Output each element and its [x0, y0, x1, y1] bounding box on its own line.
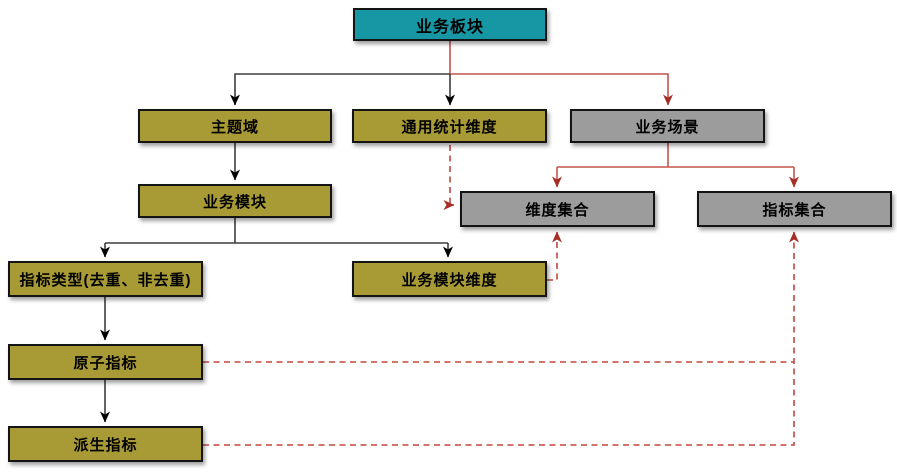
- node-metric-set: 指标集合: [697, 191, 892, 227]
- node-label: 原子指标: [73, 354, 138, 372]
- node-business-module-dimension: 业务模块维度: [352, 261, 547, 297]
- node-dimension-set: 维度集合: [460, 191, 655, 227]
- node-business-module: 业务模块: [138, 184, 332, 218]
- node-atomic-metric: 原子指标: [8, 344, 203, 380]
- node-label: 主题域: [210, 118, 259, 136]
- edge-derived-metric-to-metric-set: [203, 231, 799, 446]
- node-label: 通用统计维度: [401, 118, 498, 136]
- node-derived-metric: 派生指标: [8, 426, 203, 462]
- node-label: 业务板块: [415, 18, 484, 36]
- node-label: 维度集合: [525, 201, 590, 219]
- node-metric-type: 指标类型(去重、非去重): [8, 261, 203, 297]
- edge-business-sector-to-business-scenario: [449, 41, 673, 106]
- edge-business-module-split: [105, 218, 448, 244]
- node-label: 指标类型(去重、非去重): [19, 271, 192, 289]
- node-label: 派生指标: [73, 436, 138, 454]
- node-common-statistical-dimension: 通用统计维度: [352, 109, 547, 143]
- node-label: 业务场景: [635, 118, 700, 136]
- node-label: 业务模块: [202, 193, 267, 211]
- edge-business-sector-to-subject-domain: [230, 73, 450, 106]
- node-business-scenario: 业务场景: [570, 109, 765, 143]
- node-label: 指标集合: [762, 201, 827, 219]
- edge-business-scenario-split: [557, 143, 794, 168]
- node-label: 业务模块维度: [401, 271, 498, 289]
- node-business-sector: 业务板块: [353, 8, 547, 41]
- node-subject-domain: 主题域: [138, 109, 332, 143]
- edge-business-module-dimension-to-dimension-set: [547, 231, 562, 281]
- edge-common-statistical-dimension-to-dimension-set: [443, 145, 455, 210]
